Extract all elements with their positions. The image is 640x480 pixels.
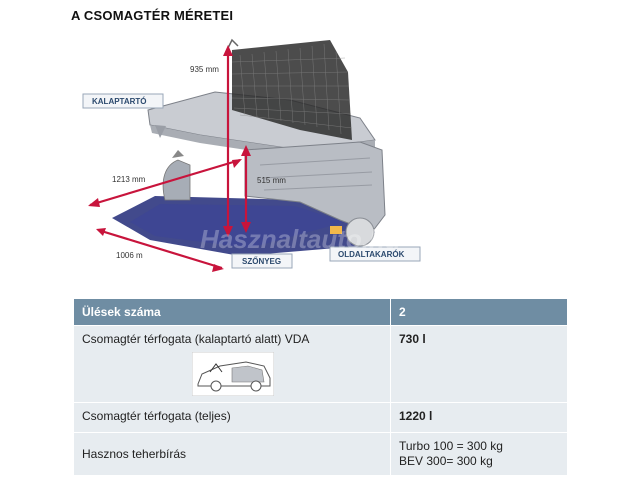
- width-dimension: 1006 m: [116, 251, 143, 260]
- table-row: Csomagtér térfogata (kalaptartó alatt) V…: [73, 325, 568, 403]
- row-value: Turbo 100 = 300 kg BEV 300= 300 kg: [390, 432, 568, 476]
- table-header-row: Ülések száma 2: [73, 298, 568, 326]
- cargo-net: [232, 40, 352, 140]
- row-label: Hasznos teherbírás: [73, 432, 391, 476]
- header-label: Ülések száma: [73, 298, 391, 326]
- floor-mat-label: SZŐNYEG: [242, 257, 281, 266]
- row-label: Csomagtér térfogata (kalaptartó alatt) V…: [82, 332, 310, 346]
- row-value: 730 l: [390, 325, 568, 403]
- side-panels-label: OLDALTAKARÓK: [338, 250, 405, 259]
- table-row: Hasznos teherbírás Turbo 100 = 300 kg BE…: [73, 432, 568, 476]
- row-value: 1220 l: [390, 402, 568, 433]
- height-dimension: 935 mm: [190, 65, 219, 74]
- payload-line-turbo: Turbo 100 = 300 kg: [399, 439, 503, 453]
- parcel-shelf-label: KALAPTARTÓ: [92, 97, 147, 106]
- row-label: Csomagtér térfogata (teljes): [73, 402, 391, 433]
- car-trunk-thumbnail: [192, 352, 274, 396]
- inner-height-dimension: 515 mm: [257, 176, 286, 185]
- depth-dimension: 1213 mm: [112, 175, 146, 184]
- table-row: Csomagtér térfogata (teljes) 1220 l: [73, 402, 568, 433]
- watermark-text: Hasznaltauto.hu: [200, 224, 401, 254]
- header-value: 2: [390, 298, 568, 326]
- page-title: A CSOMAGTÉR MÉRETEI: [71, 8, 234, 23]
- spec-table: Ülések száma 2 Csomagtér térfogata (kala…: [73, 298, 568, 476]
- payload-line-bev: BEV 300= 300 kg: [399, 454, 493, 468]
- cargo-diagram: 935 mm 1213 mm 515 mm 1006 m KALAPTARTÓ …: [82, 38, 421, 272]
